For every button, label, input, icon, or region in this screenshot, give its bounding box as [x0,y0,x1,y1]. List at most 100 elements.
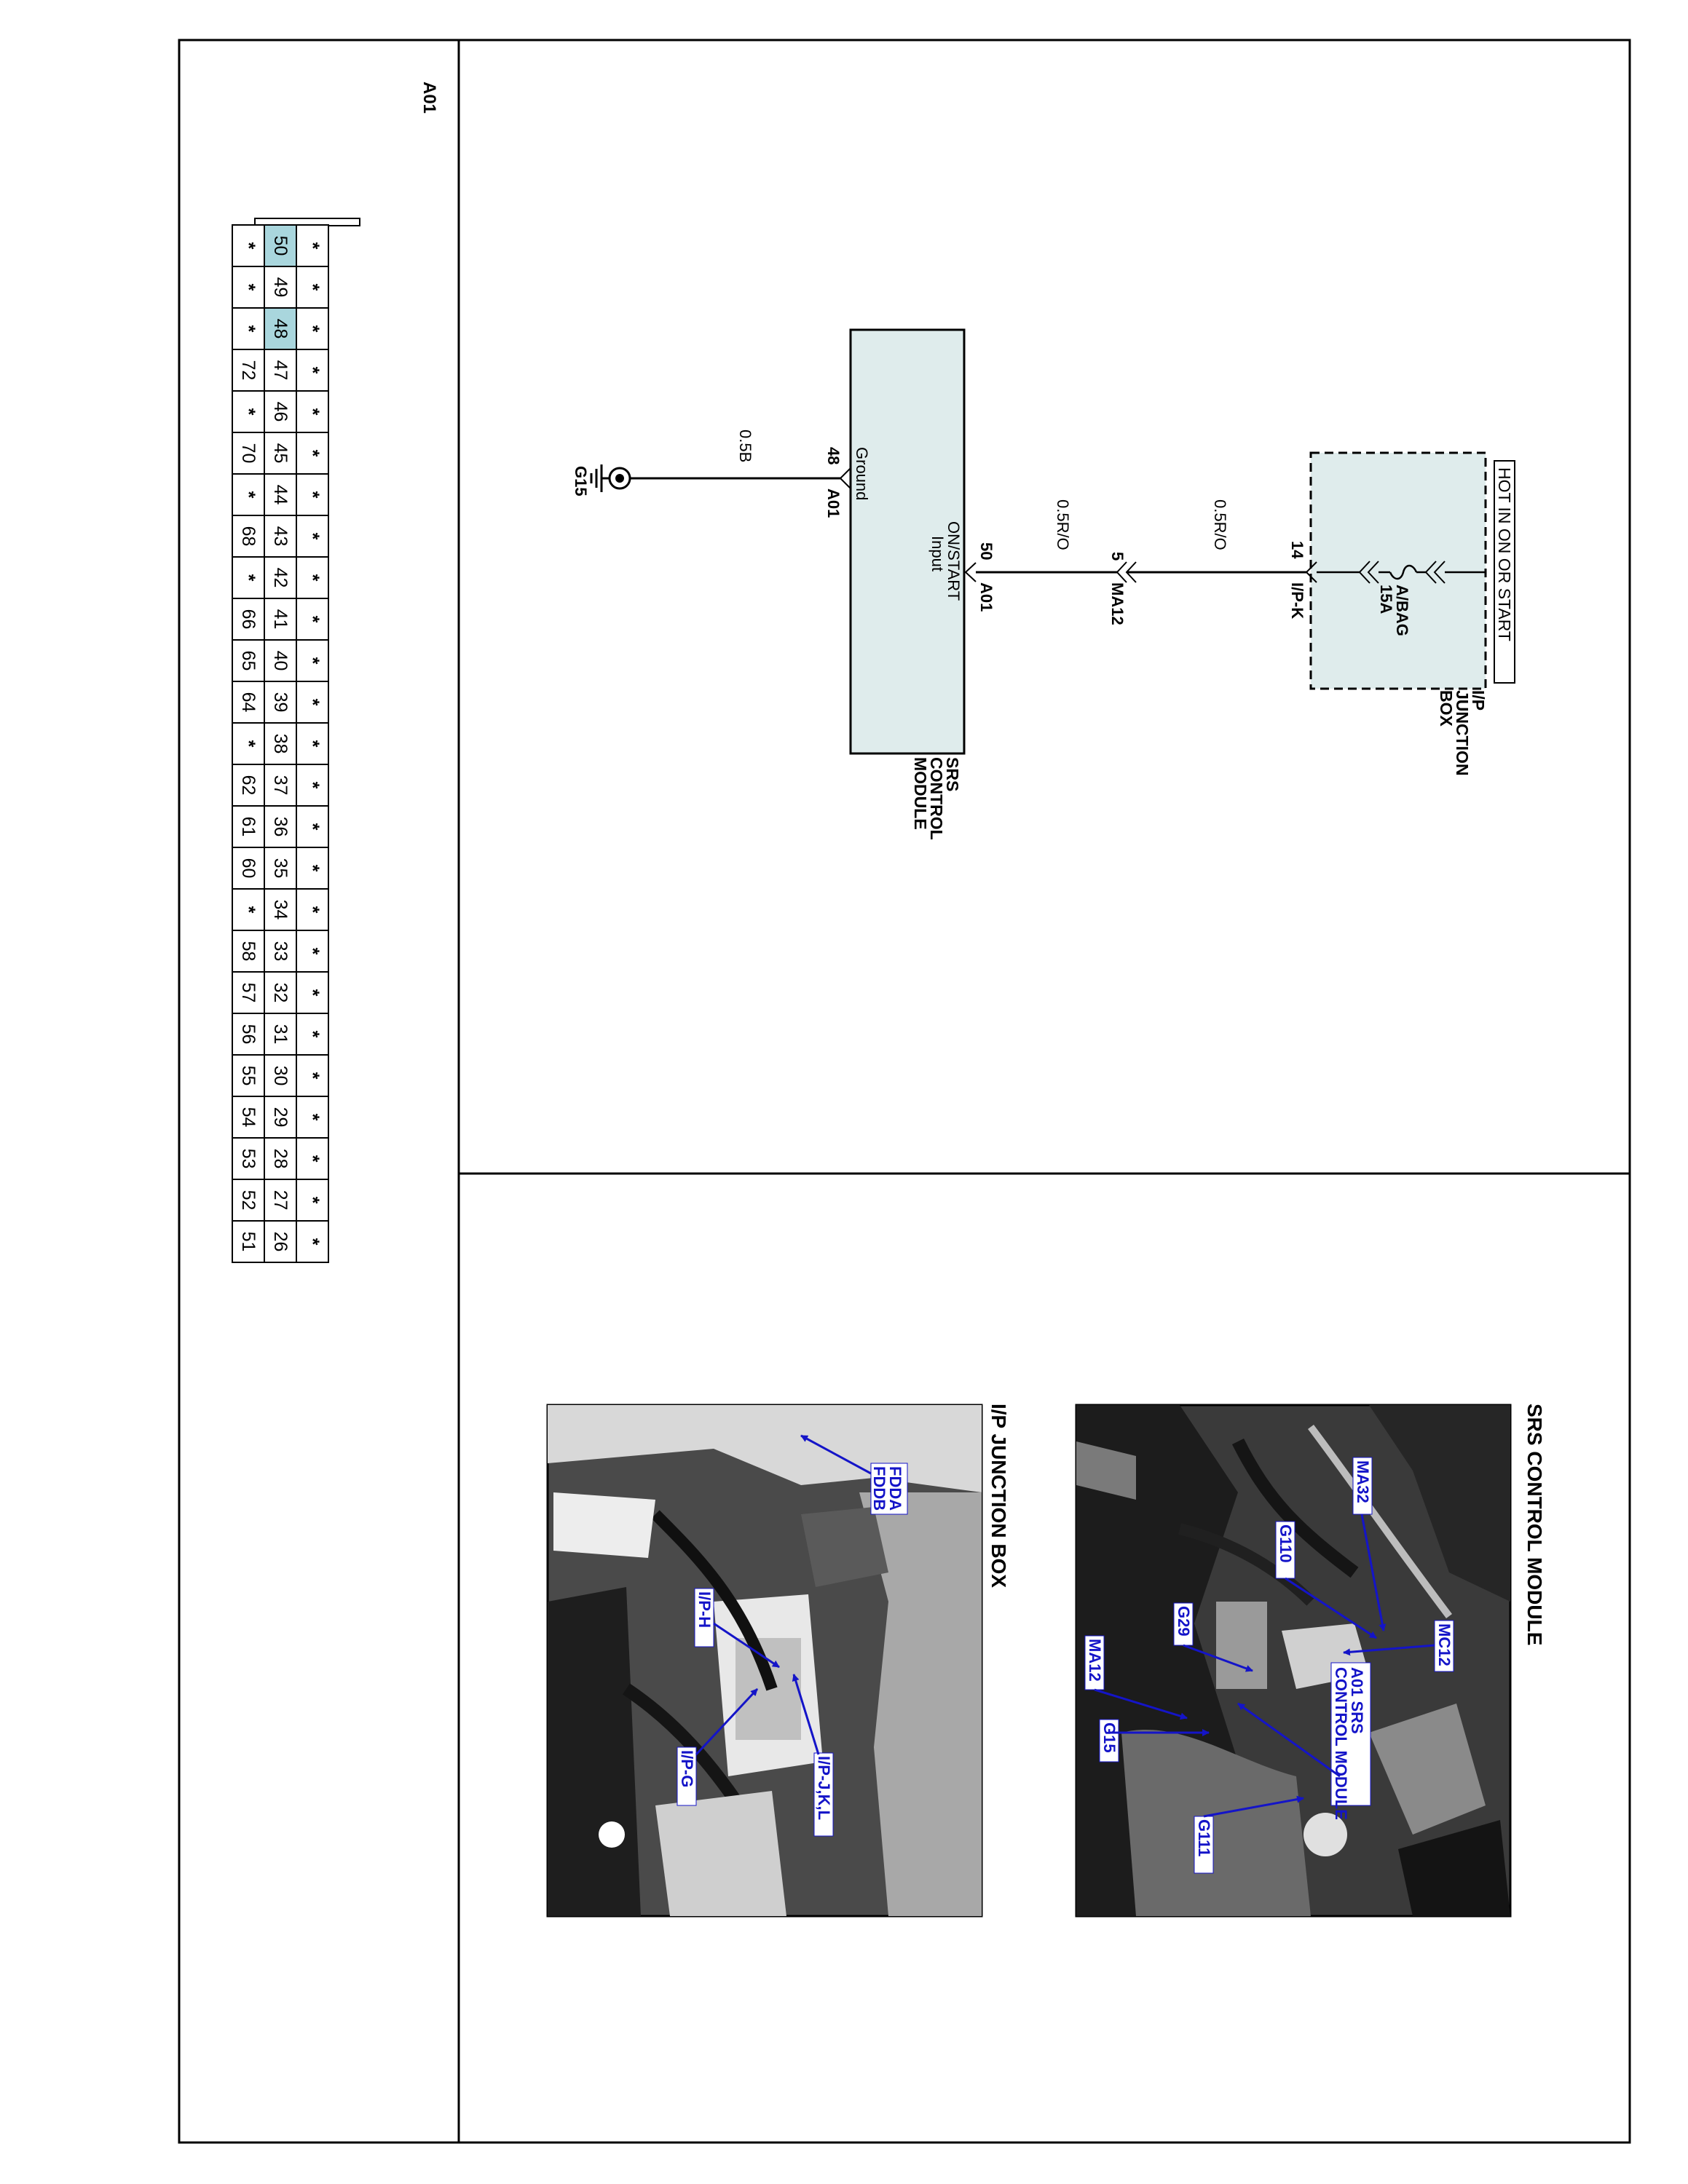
connector-pin-label: 31 [270,1024,291,1045]
connector-pin-label: 36 [270,817,291,837]
callout-g110-arrow [1285,1577,1377,1639]
connector-pin-cell [264,266,297,309]
connector-pin-label: 30 [270,1066,291,1086]
callout-iph: I/P-H [695,1591,714,1628]
connector-pin-label: 37 [270,775,291,796]
ma12-pin: 5 [1108,552,1127,561]
connector-pin-cell [296,224,329,267]
connector-pin-label: * [302,823,323,831]
connector-pin-label: 47 [270,360,291,381]
connector-pin-label: * [302,1072,323,1080]
connector-pin-label: 34 [270,900,291,920]
connector-pin-cell [232,1054,265,1097]
connector-pin-label: 39 [270,692,291,713]
junction-box-name-line-2: JUNCTION [1453,690,1472,776]
connector-pin-label: 58 [238,941,259,962]
connector-pin-label: * [238,408,259,416]
module-ground-connector: A01 [824,488,843,518]
module-input-label: ON/START Input [928,521,963,601]
connector-pin-label: 54 [238,1107,259,1128]
module-ground-label: Ground [853,447,871,500]
connector-pin-label: * [302,989,323,997]
callout-ipjkl-arrow [792,1674,820,1755]
connector-pin-cell [232,598,265,641]
connector-pin-cell [232,390,265,433]
callout-g111-arrow [1203,1795,1304,1818]
ma12-connector: MA12 [1108,582,1127,625]
callout-ma12-arrow [1094,1688,1188,1720]
outer-frame [178,39,1631,2144]
connector-pin-label: 60 [238,858,259,879]
module-input-pin: 50 [977,542,995,560]
connector-pin-label: 45 [270,443,291,464]
callout-fdda-arrow [800,1434,872,1475]
fuse-lower-connector-1 [1367,561,1379,584]
callout-mc12-arrow [1343,1644,1435,1656]
connector-pin-label: 44 [270,485,291,505]
connector-pin-label: * [302,699,323,706]
connector-pin-label: 50 [270,236,291,256]
connector-pin-cell [296,307,329,350]
wire-2-label: 0.5R/O [1054,499,1072,550]
fuse-name: A/BAG [1393,585,1411,636]
connector-pin-label: 52 [238,1190,259,1211]
callout-ma32: MA32 [1354,1460,1372,1503]
connector-pin-cell [296,473,329,516]
connector-pin-label: * [302,325,323,333]
connector-pin-label: 72 [238,360,259,381]
callout-mc12: MC12 [1435,1623,1454,1666]
connector-pin-label: 28 [270,1149,291,1169]
srs-module-name: SRS CONTROL MODULE [911,757,962,840]
callout-g15: G15 [1100,1722,1119,1753]
fuse-symbol [1389,564,1418,580]
connector-pin-label: 70 [238,443,259,464]
callout-ma12: MA12 [1086,1639,1104,1682]
connector-pin-label: 64 [238,692,259,713]
connector-pin-cell [232,1220,265,1263]
connector-pin-cell [296,598,329,641]
module-ground-pin: 48 [824,447,843,464]
connector-pin-label: * [302,740,323,748]
junction-box-name-line-1: I/P [1469,690,1488,711]
ipjb-photo [546,1404,983,1918]
connector-pin-cell [296,888,329,931]
connector-pin-cell [296,639,329,682]
srs-photo [1075,1404,1512,1918]
connector-pin-label: 65 [238,651,259,671]
callout-a01-arrow [1237,1702,1341,1778]
connector-pin-label: 41 [270,609,291,630]
connector-pin-cell [264,847,297,890]
srs-photo-section: SRS CONTROL MODULE MC12 MA32 [1075,1404,1546,1918]
callout-g29-arrow [1183,1644,1253,1672]
connector-pin-label: * [302,408,323,416]
ipjb-photo-section: I/P JUNCTION BOX FDDA FDDB [546,1404,1010,1918]
junction-box-name: I/P JUNCTION BOX [1437,690,1488,776]
connector-pin-cell [296,349,329,392]
connector-pin-label: * [302,1238,323,1246]
connector-pin-label: * [238,325,259,333]
page-frames [178,39,1631,2144]
connector-pin-cell [232,266,265,309]
srs-photo-title: SRS CONTROL MODULE [1523,1404,1546,1645]
connector-pin-label: * [302,242,323,250]
power-label: HOT IN ON OR START [1495,467,1514,641]
callout-g29: G29 [1175,1606,1193,1637]
connector-pin-cell [264,1054,297,1097]
connector-panel: A01 *************************50494847464… [232,82,439,1263]
callout-ma32-arrow [1360,1514,1387,1631]
module-input-connector: A01 [977,582,995,612]
callout-a01-line-2: CONTROL MODULE [1332,1667,1350,1820]
ground-wire-label: 0.5B [736,430,754,462]
fuse-rating: 15A [1377,585,1395,614]
connector-pin-cell [264,1096,297,1139]
srs-module-name-line-3: MODULE [911,757,930,830]
connector-pin-cell [296,390,329,433]
connector-pin-label: * [302,1031,323,1038]
srs-control-module [849,328,966,755]
junction-box-name-line-3: BOX [1437,690,1456,727]
ipk-pin: 14 [1288,541,1306,559]
connector-pin-label: * [302,450,323,457]
connector-pin-cell [232,1096,265,1139]
callout-iph-arrow [713,1622,780,1669]
connector-pin-label: 42 [270,568,291,588]
